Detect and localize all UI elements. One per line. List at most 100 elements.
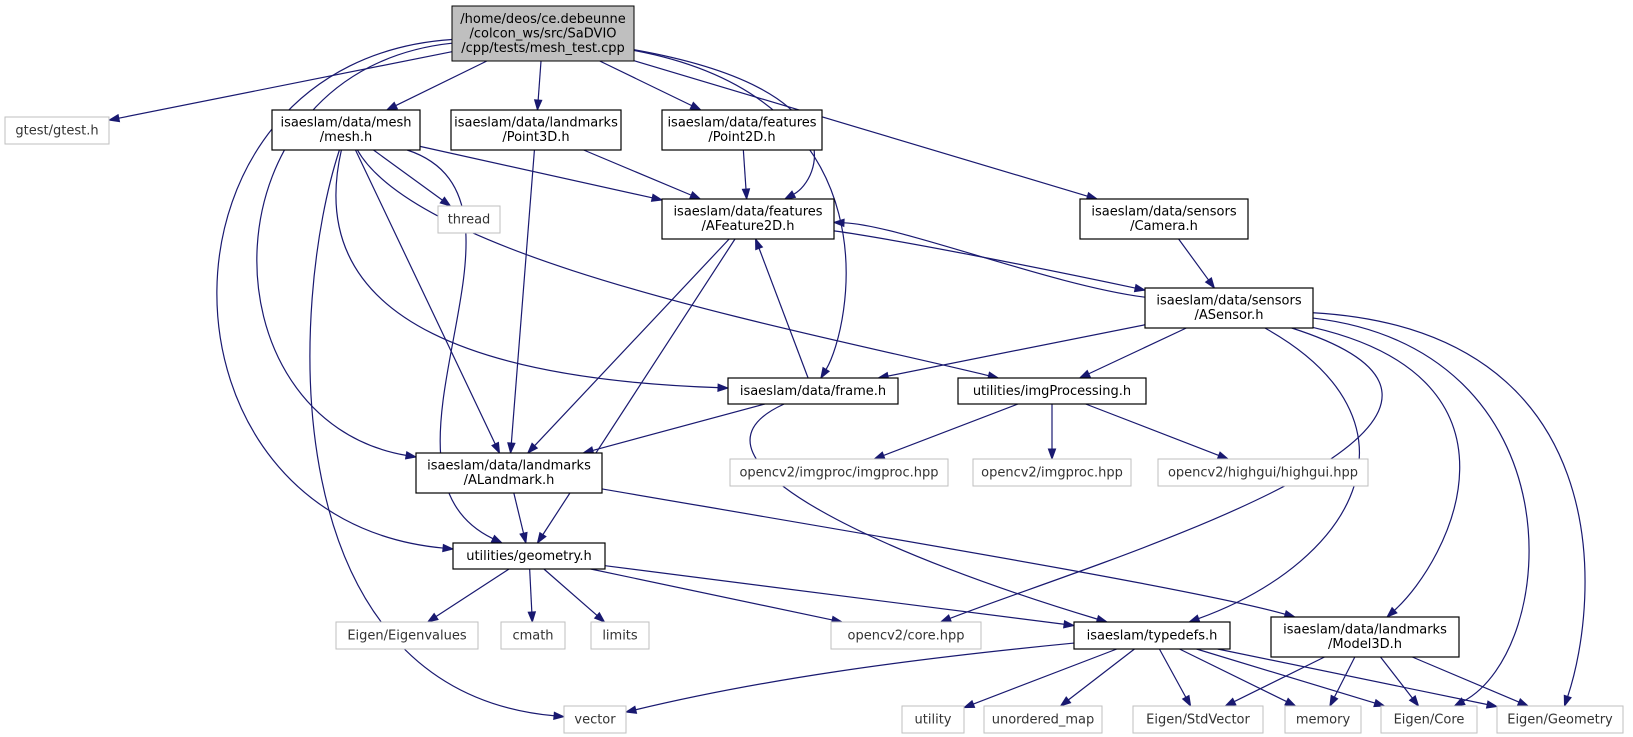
node-label-line: /AFeature2D.h <box>701 219 794 234</box>
edge-mesh-to-alandmark <box>354 149 496 445</box>
edge-geometry-to-typedefs <box>604 565 1065 625</box>
edge-model3d-to-stdvector <box>1234 656 1325 703</box>
node-unordered-map: unordered_map <box>983 705 1103 734</box>
node-imgproc[interactable]: utilities/imgProcessing.h <box>957 377 1147 405</box>
node-label-line: opencv2/imgproc.hpp <box>981 465 1123 480</box>
edge-alandmark-to-model3d <box>601 488 1286 615</box>
edge-afeature2d-to-alandmark <box>534 238 730 447</box>
edge-point3d-to-alandmark <box>510 149 536 444</box>
node-label-line: vector <box>574 712 616 727</box>
edge-frame-to-afeature2d <box>758 248 809 379</box>
edge-typedefs-to-vector <box>635 642 1075 711</box>
node-alandmark[interactable]: isaeslam/data/landmarks/ALandmark.h <box>415 452 603 494</box>
node-mesh[interactable]: isaeslam/data/mesh/mesh.h <box>271 109 421 151</box>
edge-geometry-to-cvcore <box>590 568 833 621</box>
edge-mesh-to-geometry <box>406 149 494 540</box>
node-asensor[interactable]: isaeslam/data/sensors/ASensor.h <box>1144 287 1314 329</box>
node-box <box>1496 705 1624 734</box>
node-label-line: cmath <box>512 628 553 643</box>
node-box <box>957 377 1147 405</box>
node-model3d[interactable]: isaeslam/data/landmarks/Model3D.h <box>1270 616 1460 658</box>
edge-asensor-to-eigengeometry <box>1312 312 1586 697</box>
edge-model3d-to-memory <box>1333 656 1356 698</box>
node-eigengeometry: Eigen/Geometry <box>1496 705 1624 734</box>
edge-alandmark-to-geometry <box>513 492 525 534</box>
node-label-line: Eigen/Eigenvalues <box>347 628 467 643</box>
edge-arrowhead <box>624 705 638 714</box>
edge-imgproc-to-cv-highgui <box>1085 403 1219 456</box>
node-camera[interactable]: isaeslam/data/sensors/Camera.h <box>1079 198 1249 240</box>
node-label-line: /cpp/tests/mesh_test.cpp <box>461 41 624 56</box>
node-gtest: gtest/gtest.h <box>4 116 110 145</box>
edge-arrowhead <box>1485 700 1499 709</box>
edge-arrowhead <box>1329 694 1339 708</box>
node-root[interactable]: /home/deos/ce.debeunne/colcon_ws/src/SaD… <box>451 5 635 62</box>
node-label-line: thread <box>448 212 491 227</box>
edge-arrowhead <box>491 441 501 455</box>
edge-camera-to-asensor <box>1178 238 1209 281</box>
edge-arrowhead <box>527 611 537 624</box>
node-box <box>437 205 501 234</box>
node-point2d[interactable]: isaeslam/data/features/Point2D.h <box>661 109 823 151</box>
edge-asensor-to-imgproc <box>1088 327 1187 375</box>
node-box <box>972 458 1132 487</box>
node-box <box>661 109 823 151</box>
node-label-line: isaeslam/data/sensors <box>1091 205 1236 220</box>
node-box <box>1132 705 1264 734</box>
node-typedefs[interactable]: isaeslam/typedefs.h <box>1073 621 1231 650</box>
edge-root-to-alandmark <box>256 42 453 456</box>
edge-asensor-to-frame <box>887 324 1146 377</box>
node-label-line: isaeslam/data/features <box>667 116 816 131</box>
edge-arrowhead <box>426 612 439 623</box>
edge-arrowhead <box>832 218 845 228</box>
edge-arrowhead <box>783 190 797 200</box>
node-point3d[interactable]: isaeslam/data/landmarks/Point3D.h <box>450 109 622 151</box>
edge-root-to-frame <box>633 49 847 370</box>
edge-point3d-to-afeature2d <box>583 149 692 196</box>
edge-asensor-to-eigencore <box>1312 317 1530 702</box>
edge-arrowhead <box>1516 697 1530 707</box>
node-label-line: utilities/geometry.h <box>466 549 592 564</box>
node-thread: thread <box>437 205 501 234</box>
node-box <box>4 116 110 145</box>
node-label-line: memory <box>1296 712 1351 727</box>
edge-arrowhead <box>1187 614 1201 623</box>
edge-arrowhead <box>1078 369 1092 379</box>
node-box <box>415 452 603 494</box>
edge-root-to-camera <box>633 60 1088 197</box>
edge-frame-to-alandmark <box>592 403 765 451</box>
edge-mesh-to-afeature2d <box>419 145 653 199</box>
edge-imgproc-to-cv-imgproc-imgproc <box>883 403 1019 456</box>
node-vector: vector <box>563 705 627 734</box>
edge-model3d-to-eigengeometry <box>1412 656 1520 703</box>
node-label-line: Eigen/StdVector <box>1146 712 1250 727</box>
node-label-line: /Model3D.h <box>1328 637 1402 652</box>
node-geometry[interactable]: utilities/geometry.h <box>452 542 606 570</box>
edge-arrowhead <box>526 442 539 455</box>
edge-arrowhead <box>717 383 730 392</box>
edge-asensor-to-model3d <box>1312 326 1461 611</box>
node-box <box>1079 198 1249 240</box>
edge-arrowhead <box>593 611 606 623</box>
node-afeature2d[interactable]: isaeslam/data/features/AFeature2D.h <box>661 198 835 240</box>
node-label-line: opencv2/highgui/highgui.hpp <box>1168 465 1358 480</box>
edge-root-to-mesh <box>395 60 488 107</box>
node-box <box>983 705 1103 734</box>
node-label-line: /ALandmark.h <box>464 473 555 488</box>
edge-arrowhead <box>962 699 976 709</box>
node-frame[interactable]: isaeslam/data/frame.h <box>727 377 899 405</box>
edge-arrowhead <box>1216 451 1230 460</box>
node-box <box>451 5 635 62</box>
edge-arrowhead <box>872 451 886 460</box>
edge-geometry-to-limits <box>543 568 598 616</box>
edge-arrowhead <box>404 451 418 460</box>
node-label-line: /ASensor.h <box>1194 308 1263 323</box>
node-label-line: opencv2/imgproc/imgproc.hpp <box>739 465 938 480</box>
edge-asensor-to-afeature2d <box>843 222 1146 298</box>
node-box <box>727 377 899 405</box>
node-label-line: unordered_map <box>992 712 1095 727</box>
node-label-line: Eigen/Core <box>1394 712 1465 727</box>
node-box <box>1144 287 1314 329</box>
node-label-line: limits <box>602 628 638 643</box>
node-cv-imgproc-imgproc: opencv2/imgproc/imgproc.hpp <box>729 458 949 487</box>
